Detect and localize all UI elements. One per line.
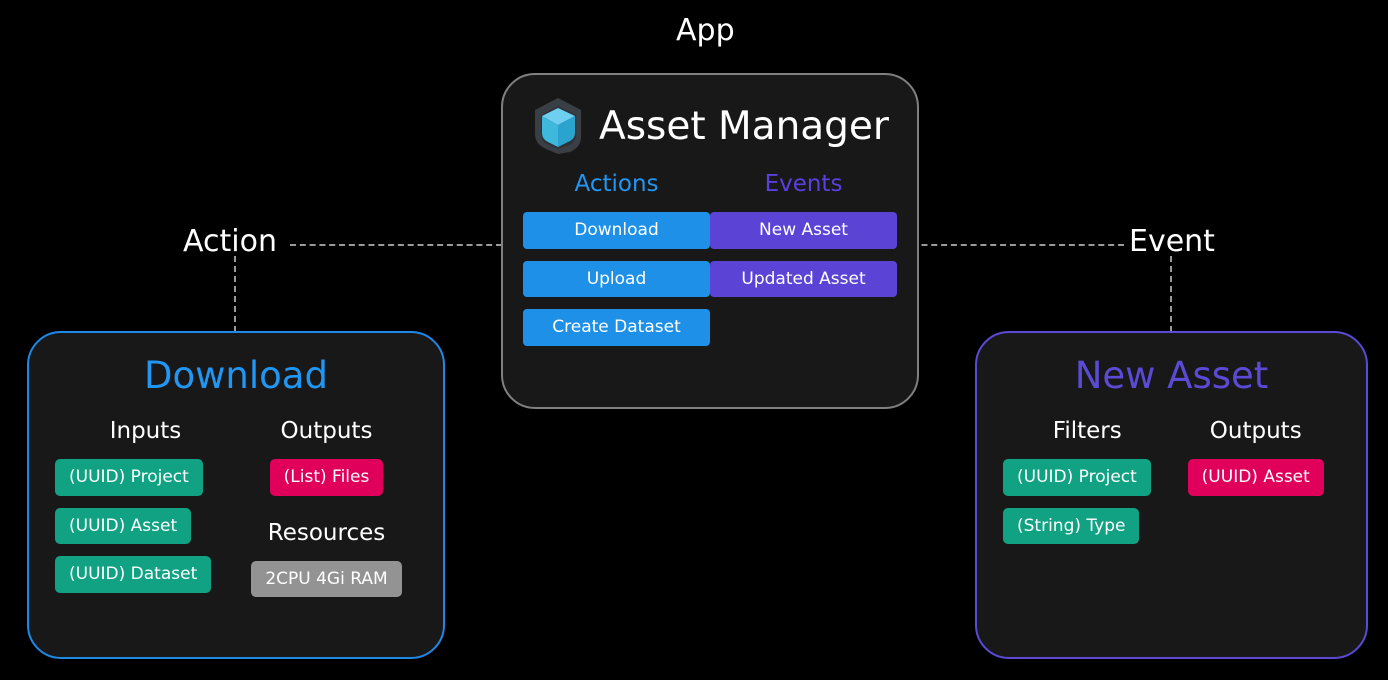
event-button-updated-asset[interactable]: Updated Asset	[710, 260, 897, 298]
input-chip-project[interactable]: (UUID) Project	[55, 459, 203, 496]
app-card-columns: Actions Download Upload Create Dataset E…	[503, 173, 917, 358]
events-heading: Events	[764, 171, 843, 197]
app-card: Asset Manager Actions Download Upload Cr…	[501, 73, 919, 409]
inputs-heading: Inputs	[109, 418, 182, 444]
panel-new-asset-columns: Filters (UUID) Project (String) Type Out…	[977, 420, 1366, 556]
label-action: Action	[183, 224, 277, 259]
connector-action-to-app	[290, 244, 502, 246]
input-chip-dataset[interactable]: (UUID) Dataset	[55, 556, 212, 594]
panel-download-outputs: Outputs (List) Files Resources 2CPU 4Gi …	[236, 420, 417, 609]
panel-new-asset-outputs: Outputs (UUID) Asset	[1172, 420, 1341, 556]
connector-app-to-event	[892, 244, 1124, 246]
action-button-upload[interactable]: Upload	[523, 260, 710, 298]
actions-column: Actions Download Upload Create Dataset	[523, 173, 710, 358]
panel-download-title: Download	[144, 354, 328, 397]
filter-chip-project[interactable]: (UUID) Project	[1003, 459, 1151, 496]
output-chip-asset[interactable]: (UUID) Asset	[1187, 459, 1324, 496]
filters-heading: Filters	[1052, 418, 1122, 444]
resource-chip-cpu-ram[interactable]: 2CPU 4Gi RAM	[251, 560, 402, 598]
app-card-header: Asset Manager	[503, 97, 917, 155]
action-button-download[interactable]: Download	[523, 212, 710, 249]
input-chip-asset[interactable]: (UUID) Asset	[55, 507, 192, 545]
connector-action-to-download-panel	[234, 256, 236, 332]
app-title: Asset Manager	[599, 103, 889, 149]
actions-heading: Actions	[574, 171, 659, 197]
panel-download-inputs: Inputs (UUID) Project (UUID) Asset (UUID…	[55, 420, 236, 609]
label-app: App	[676, 13, 735, 48]
filter-chip-type[interactable]: (String) Type	[1003, 507, 1140, 545]
label-event: Event	[1129, 224, 1215, 259]
panel-new-asset-title: New Asset	[1074, 354, 1269, 397]
events-column: Events New Asset Updated Asset	[710, 173, 897, 358]
output-chip-files[interactable]: (List) Files	[269, 459, 384, 496]
event-button-new-asset[interactable]: New Asset	[710, 212, 897, 249]
outputs-heading: Outputs	[280, 418, 373, 444]
resources-heading: Resources	[267, 519, 386, 546]
cube-icon	[535, 98, 582, 154]
action-button-create-dataset[interactable]: Create Dataset	[523, 309, 710, 347]
new-asset-outputs-heading: Outputs	[1209, 418, 1302, 444]
panel-new-asset: New Asset Filters (UUID) Project (String…	[975, 331, 1368, 659]
connector-event-to-newasset-panel	[1170, 256, 1172, 332]
panel-new-asset-filters: Filters (UUID) Project (String) Type	[1003, 420, 1172, 556]
panel-download: Download Inputs (UUID) Project (UUID) As…	[27, 331, 445, 659]
panel-download-columns: Inputs (UUID) Project (UUID) Asset (UUID…	[29, 420, 443, 609]
